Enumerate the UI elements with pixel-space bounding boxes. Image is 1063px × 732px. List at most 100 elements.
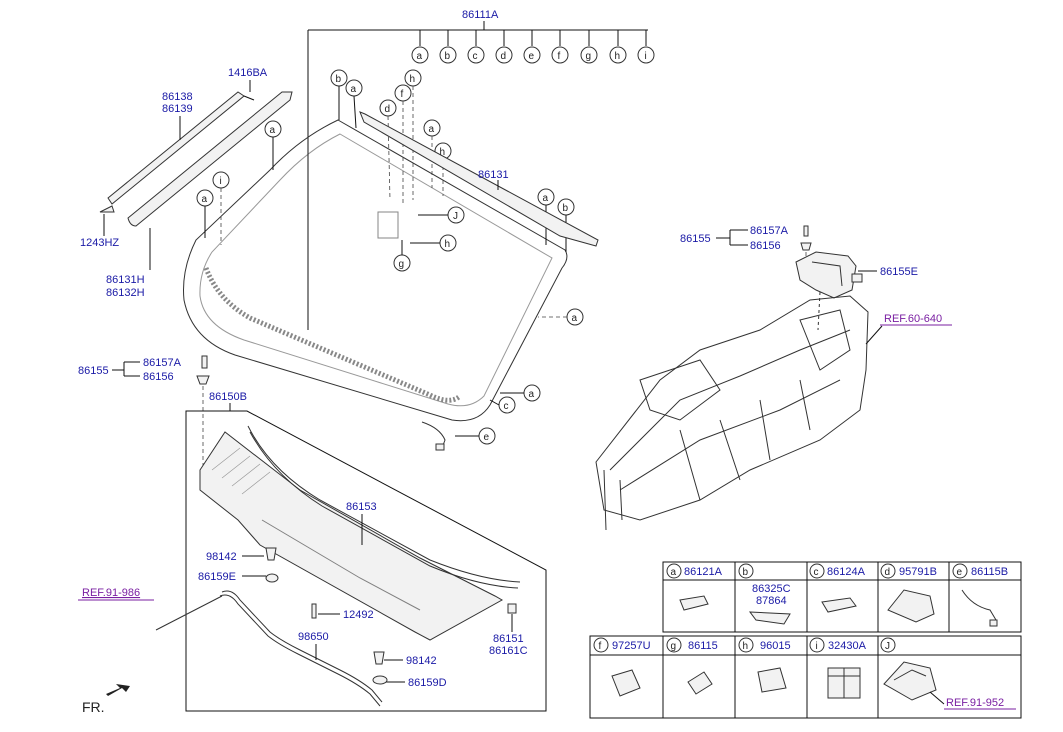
callout-f: f: [558, 51, 561, 62]
callout-a-5: a: [543, 193, 549, 204]
legend-cell-c: c 86124A: [809, 563, 866, 613]
legend-cell-f: f 97257U: [593, 637, 651, 697]
callout-b: b: [445, 51, 451, 62]
label-98142-top[interactable]: 98142: [206, 551, 237, 563]
label-86139[interactable]: 86139: [162, 103, 193, 115]
reference-91-986[interactable]: REF.91-986: [78, 587, 223, 631]
side-molding-86138[interactable]: 1416BA 86138 86139 1243HZ 86131H 86132H: [80, 67, 293, 299]
callout-a-1: a: [351, 84, 357, 95]
legend-cell-h: h 96015: [738, 637, 791, 693]
legend-part-86121A[interactable]: 86121A: [684, 566, 723, 578]
callout-i: i: [645, 51, 647, 62]
callout-J-1: J: [453, 211, 458, 222]
bracket-86155E[interactable]: 86155E: [795, 251, 918, 299]
callout-g-1: g: [399, 259, 405, 270]
windshield-glass[interactable]: [183, 119, 568, 422]
label-86155-right[interactable]: 86155: [680, 233, 711, 245]
cowl-top-cover-86153[interactable]: 86153: [199, 425, 521, 641]
legend-letter-c: c: [814, 567, 819, 578]
legend-letter-h: h: [743, 641, 749, 652]
legend-letter-a: a: [671, 567, 677, 578]
callout-a-3: a: [270, 125, 276, 136]
label-12492[interactable]: 12492: [343, 609, 374, 621]
roof-molding-86131[interactable]: 86131: [359, 111, 599, 247]
label-86131[interactable]: 86131: [478, 169, 509, 181]
label-98650[interactable]: 98650: [298, 631, 329, 643]
body-structure: REF.60-640: [595, 291, 952, 531]
callout-d: d: [501, 51, 507, 62]
callout-h-3: h: [445, 239, 451, 250]
callout-i-1: i: [220, 176, 222, 187]
legend-part-32430A[interactable]: 32430A: [828, 640, 867, 652]
callout-g: g: [586, 51, 592, 62]
cowl-fasteners: 98142 86159E 12492 86151 86161C 98142 86…: [198, 547, 528, 689]
label-86156-left[interactable]: 86156: [143, 371, 174, 383]
callout-e: e: [529, 51, 535, 62]
legend-part-96015[interactable]: 96015: [760, 640, 791, 652]
legend-cell-e: e 86115B: [952, 563, 1008, 627]
legend-part-86115[interactable]: 86115: [688, 640, 718, 652]
label-98142-bottom[interactable]: 98142: [406, 655, 437, 667]
fastener-group-left: 86155 86157A 86156: [78, 355, 210, 470]
front-arrow-icon: [106, 684, 130, 696]
label-86155E[interactable]: 86155E: [880, 266, 918, 278]
legend-cell-i: i 32430A: [809, 637, 867, 699]
label-1416BA[interactable]: 1416BA: [228, 67, 268, 79]
callout-h-2: h: [440, 147, 446, 158]
legend-table: a 86121A b 86325C 87864 c 86124A d 95791…: [589, 561, 1022, 719]
callout-a: a: [417, 51, 423, 62]
label-86153[interactable]: 86153: [346, 501, 377, 513]
label-86111A[interactable]: 86111A: [462, 9, 499, 21]
washer-hose-98650[interactable]: 98650: [219, 590, 383, 707]
ref-91-952[interactable]: REF.91-952: [946, 697, 1004, 709]
label-86151[interactable]: 86151: [493, 633, 524, 645]
callout-h: h: [615, 51, 621, 62]
callout-f-1: f: [401, 89, 404, 100]
label-86159E[interactable]: 86159E: [198, 571, 236, 583]
callout-h-1: h: [410, 74, 416, 85]
callout-a-6: a: [572, 313, 578, 324]
legend-letter-i: i: [816, 641, 818, 652]
label-86156-right[interactable]: 86156: [750, 240, 781, 252]
label-86131H[interactable]: 86131H: [106, 274, 145, 286]
legend-part-97257U[interactable]: 97257U: [612, 640, 651, 652]
fastener-group-right: 86155 86157A 86156: [680, 225, 812, 262]
legend-part-86325C[interactable]: 86325C: [752, 583, 791, 595]
legend-cell-J: J REF.91-952: [880, 637, 1016, 710]
legend-letter-g: g: [671, 641, 677, 652]
legend-letter-e: e: [957, 567, 963, 578]
label-86132H[interactable]: 86132H: [106, 287, 145, 299]
legend-cell-g: g 86115: [666, 637, 718, 695]
legend-part-86124A[interactable]: 86124A: [827, 566, 866, 578]
legend-letter-f: f: [599, 641, 602, 652]
cowl-panel-box: 86150B: [185, 391, 547, 712]
callout-c: c: [473, 51, 478, 62]
callout-b-1: b: [336, 74, 342, 85]
legend-part-87864[interactable]: 87864: [756, 595, 787, 607]
label-86157A-left[interactable]: 86157A: [143, 357, 182, 369]
label-86159D[interactable]: 86159D: [408, 677, 447, 689]
ref-60-640[interactable]: REF.60-640: [884, 313, 942, 325]
callout-a-2: a: [429, 124, 435, 135]
label-86161C[interactable]: 86161C: [489, 645, 528, 657]
legend-letter-d: d: [885, 567, 891, 578]
callout-c-1: c: [504, 401, 509, 412]
label-86155-left[interactable]: 86155: [78, 365, 109, 377]
fr-label: FR.: [82, 699, 105, 715]
ref-91-986[interactable]: REF.91-986: [82, 587, 140, 599]
callout-e-1: e: [484, 432, 490, 443]
front-direction-indicator: FR.: [82, 684, 130, 715]
label-86138[interactable]: 86138: [162, 91, 193, 103]
callout-bracket-86111A: 86111A a b c d e f g h i: [307, 9, 655, 330]
label-1243HZ[interactable]: 1243HZ: [80, 237, 119, 249]
legend-letter-b: b: [743, 567, 749, 578]
label-86157A-right[interactable]: 86157A: [750, 225, 789, 237]
callout-row: a b c d e f g h i: [411, 46, 655, 64]
legend-part-86115B[interactable]: 86115B: [971, 566, 1008, 578]
callout-d-1: d: [385, 104, 391, 115]
legend-cell-b: b 86325C 87864: [738, 563, 791, 625]
label-86150B[interactable]: 86150B: [209, 391, 247, 403]
legend-part-95791B[interactable]: 95791B: [899, 566, 937, 578]
